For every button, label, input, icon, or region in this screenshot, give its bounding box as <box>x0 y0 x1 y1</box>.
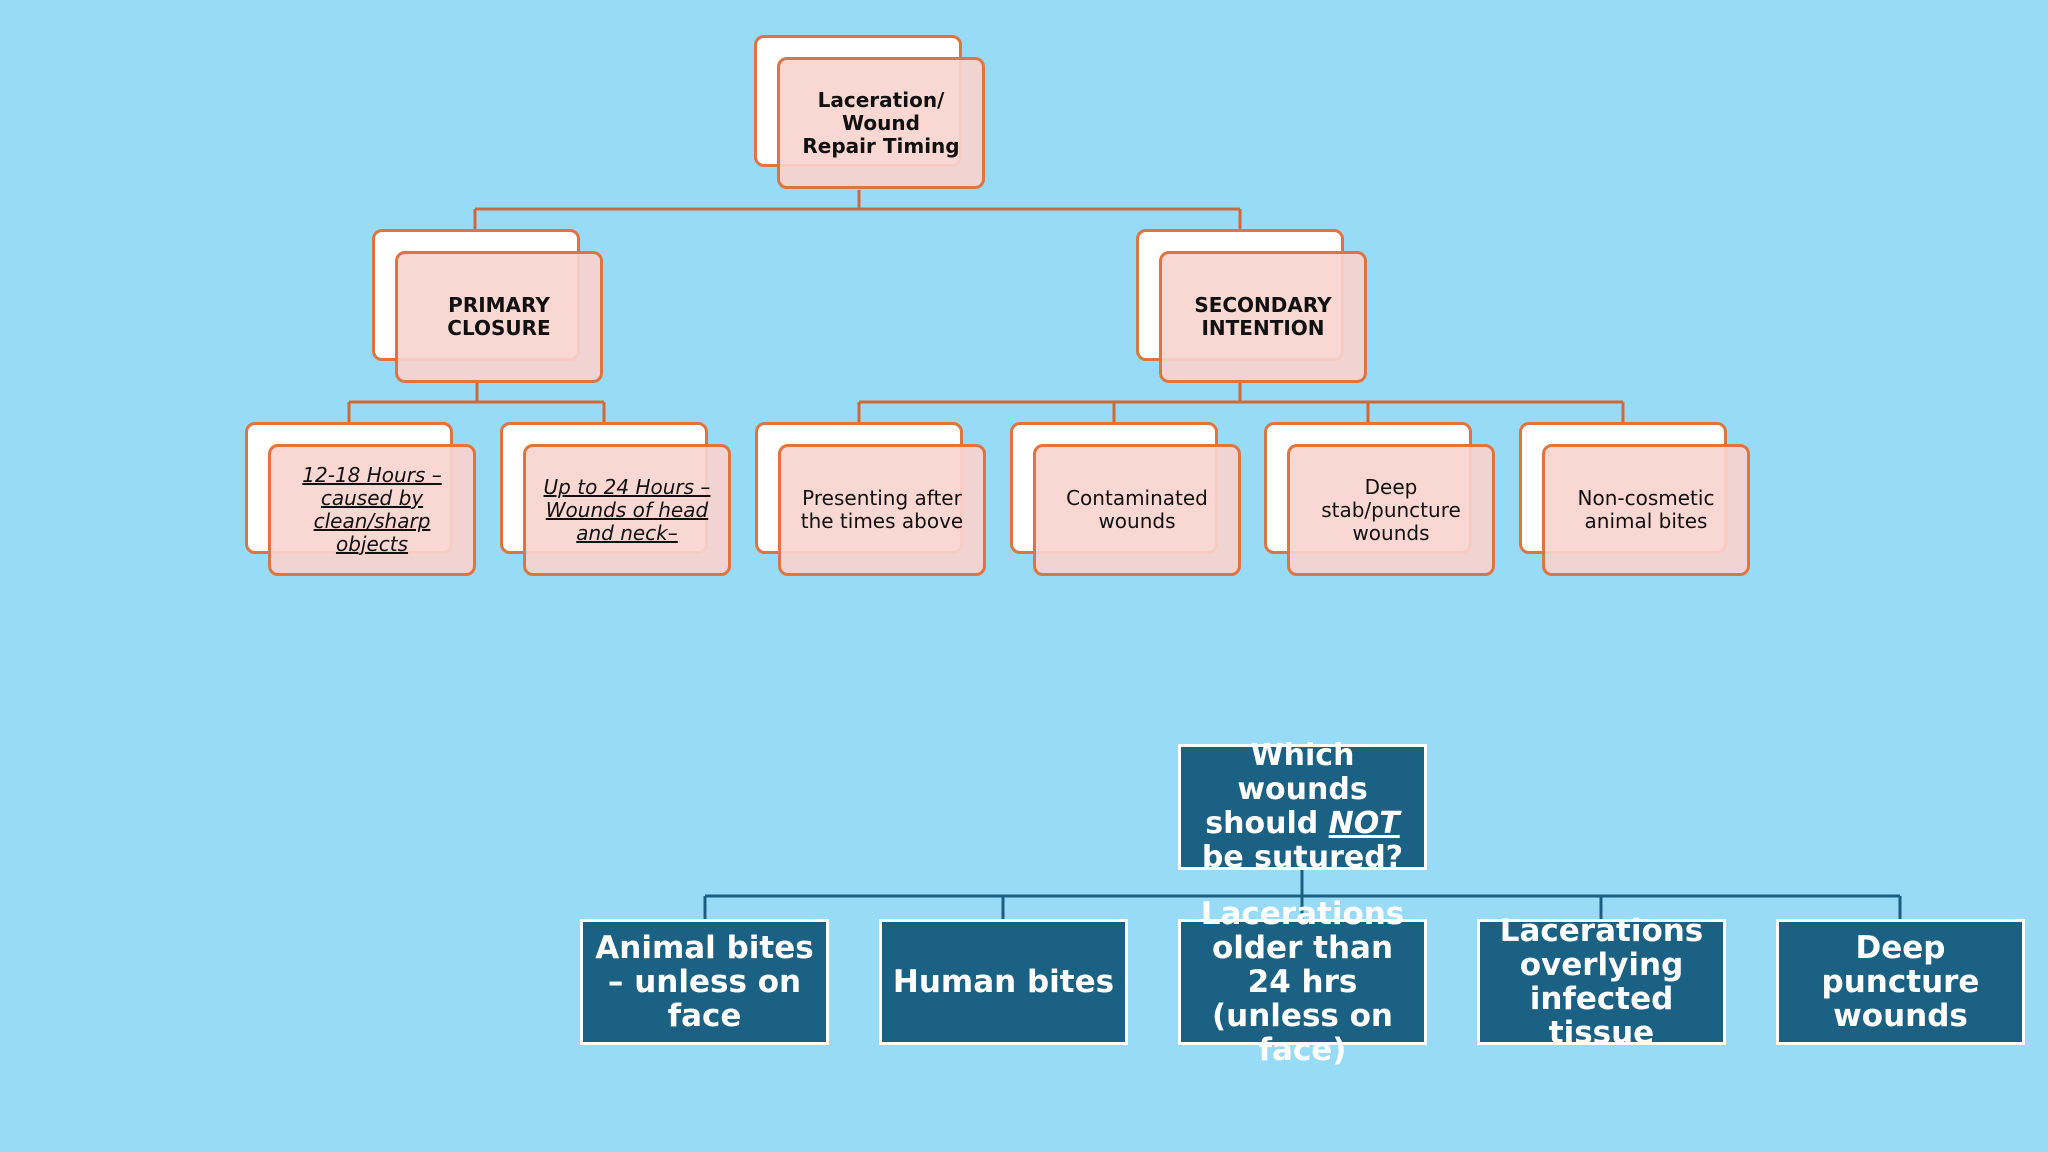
answer-animal-bites: Animal bites – unless on face <box>580 919 829 1045</box>
answer-human-bites: Human bites <box>879 919 1128 1045</box>
answer-lacerations-infected: Lacerations overlying infected tissue <box>1477 914 1726 1050</box>
answer-deep-puncture: Deep puncture wounds <box>1776 919 2025 1045</box>
connector-question <box>703 870 1902 919</box>
connector-secondary <box>857 383 1625 422</box>
connector-root <box>473 190 1242 229</box>
answer-lacerations-older: Lacerations older than 24 hrs (unless on… <box>1178 897 1427 1067</box>
question-box: Which wounds should NOT be sutured? <box>1178 739 1427 875</box>
connector-primary <box>347 383 606 422</box>
